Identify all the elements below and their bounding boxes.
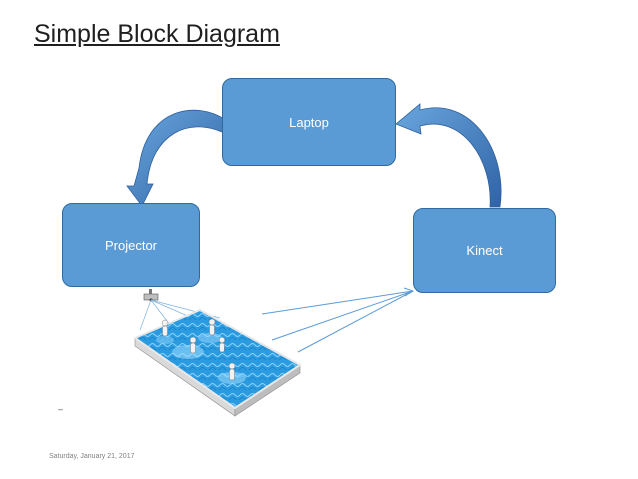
laptop-block: Laptop bbox=[222, 78, 396, 166]
people-on-floor-illustration bbox=[132, 308, 302, 417]
projector-block: Projector bbox=[62, 203, 200, 287]
projector-device-icon bbox=[143, 289, 159, 302]
projector-label: Projector bbox=[104, 237, 158, 253]
footer-date: Saturday, January 21, 2017 bbox=[49, 453, 135, 460]
sensor-lines bbox=[261, 287, 415, 353]
footer-mark: – bbox=[58, 404, 64, 414]
kinect-label: Kinect bbox=[466, 243, 503, 258]
laptop-label: Laptop bbox=[289, 114, 329, 130]
curved-arrow-icon-laptop-to-projector bbox=[126, 109, 227, 207]
kinect-block: Kinect bbox=[413, 208, 556, 293]
curved-arrow-icon-kinect-to-laptop bbox=[395, 103, 502, 208]
slide-title: Simple Block Diagram bbox=[34, 20, 280, 48]
